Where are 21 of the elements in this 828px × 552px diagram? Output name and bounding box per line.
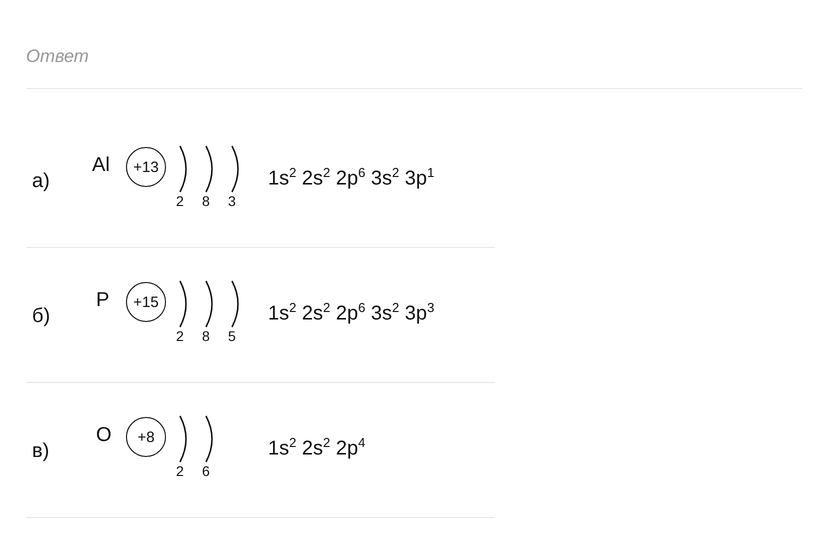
nucleus-circle: +8	[126, 417, 166, 457]
shell-electron-count: 2	[176, 328, 184, 344]
shell-electron-count: 8	[202, 328, 210, 344]
element-symbol: O	[96, 424, 112, 447]
shell-electron-count: 2	[176, 193, 184, 209]
shell-electron-count: 3	[228, 193, 236, 209]
electron-configuration: 1s$^{2}$ 2s$^{2}$ 2p$^{6}$ 3s$^{2}$ 3p$^{3}$	[268, 300, 434, 326]
row-label: а)	[32, 170, 50, 193]
shell-electron-count: 2	[176, 463, 184, 479]
shell-electron-count: 8	[202, 193, 210, 209]
shell-electron-count: 5	[228, 328, 236, 344]
element-symbol: Al	[92, 154, 110, 177]
electron-configuration: 1s$^{2}$ 2s$^{2}$ 2p$^{6}$ 3s$^{2}$ 3p$^{1}$	[268, 165, 434, 191]
row-label: в)	[32, 440, 50, 463]
nucleus-circle: +15	[126, 282, 166, 322]
nucleus-circle: +13	[126, 147, 166, 187]
shell-electron-count: 6	[202, 463, 210, 479]
row-label: б)	[32, 305, 50, 328]
electron-configuration: 1s$^{2}$ 2s$^{2}$ 2p$^{4}$	[268, 435, 366, 461]
element-symbol: P	[96, 289, 110, 312]
heading: Ответ	[26, 46, 89, 67]
